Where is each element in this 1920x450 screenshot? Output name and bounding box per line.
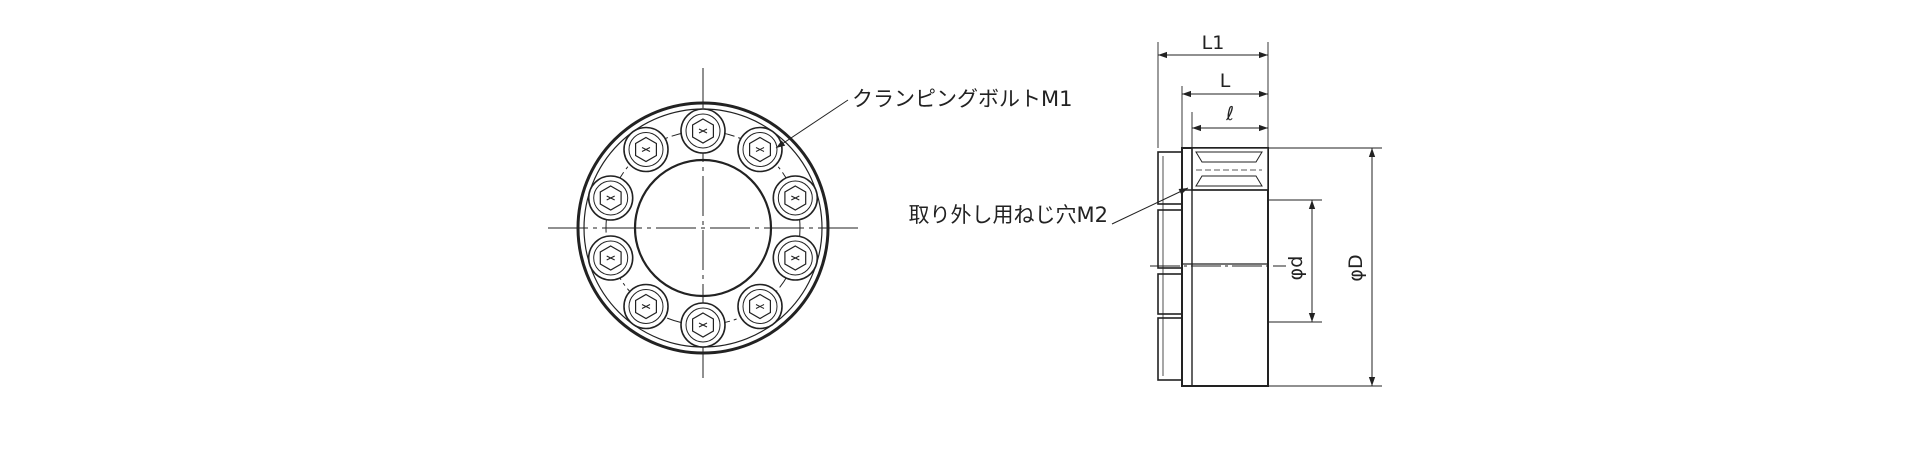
clamping-bolt-icon [587, 235, 634, 281]
clamping-bolt-icon [623, 283, 669, 330]
dimension-label-l: ℓ [1225, 103, 1234, 125]
bolt-head-segment [1157, 209, 1183, 269]
dimension-label-d: φd [1285, 256, 1307, 281]
bolt-head-segment [1157, 317, 1183, 381]
collar-body [1191, 147, 1269, 191]
taper-ring [1195, 175, 1263, 187]
clamping-bolt-icon [680, 108, 726, 154]
clamping-bolt-icon [623, 126, 669, 173]
dimension-label-L1: L1 [1202, 32, 1225, 54]
callout-leader-bolt [775, 99, 849, 149]
clamping-bolt-icon [772, 235, 819, 281]
dimension-label-D: φD [1345, 254, 1367, 281]
clamping-bolt-icon [680, 302, 726, 348]
front-view: クランピングボルトM1 [548, 68, 1072, 382]
side-view: L1 L ℓ φd φD 取り外し用ねじ穴M2 [909, 32, 1382, 387]
taper-ring [1195, 151, 1263, 163]
clamping-bolt-icon [737, 126, 783, 173]
callout-clamping-bolt: クランピングボルトM1 [852, 87, 1072, 111]
outer-ring-outline [576, 101, 830, 355]
clamping-bolt-icon [587, 175, 634, 221]
clamping-bolt-icon [737, 283, 783, 330]
dimension-label-L: L [1220, 70, 1231, 92]
bolt-head-segment [1157, 273, 1183, 315]
callout-leader-hole [1111, 187, 1189, 225]
clamping-bolt-icon [772, 175, 819, 221]
callout-removal-hole: 取り外し用ねじ穴M2 [909, 203, 1108, 227]
bore-outline [633, 158, 773, 298]
